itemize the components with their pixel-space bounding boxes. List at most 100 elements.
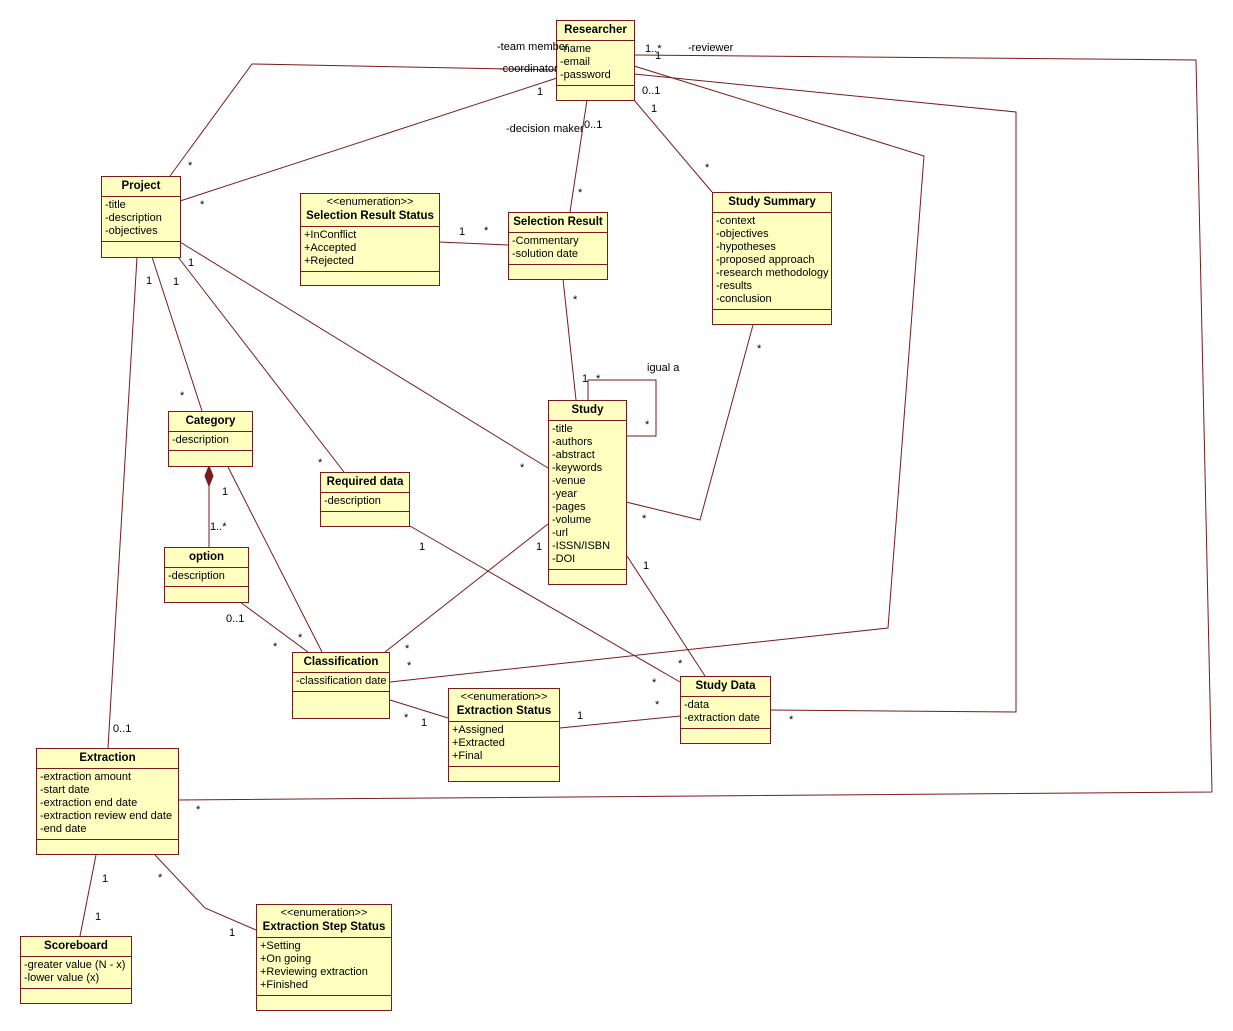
assoc-project-study <box>179 241 549 469</box>
attribute: +Rejected <box>304 255 354 267</box>
multiplicity: 1 <box>651 103 658 115</box>
attribute: -lower value (x) <box>24 972 100 984</box>
attribute: +Assigned <box>452 724 504 736</box>
assoc-selectionresult-study <box>562 278 577 401</box>
class-selection-result-status[interactable]: <<enumeration>> Selection Result Status … <box>300 193 440 286</box>
multiplicity: * <box>596 373 601 385</box>
attribute: -data <box>684 699 710 711</box>
attribute: -DOI <box>552 553 576 565</box>
class-extraction-status[interactable]: <<enumeration>> Extraction Status +Assig… <box>448 688 560 782</box>
multiplicity: * <box>200 199 205 211</box>
attribute: -description <box>105 212 162 224</box>
class-scoreboard[interactable]: Scoreboard -greater value (N - x) -lower… <box>20 936 132 1004</box>
attribute: -extraction amount <box>40 771 132 783</box>
attribute: -objectives <box>105 225 158 237</box>
multiplicity: * <box>405 643 410 655</box>
stereotype: <<enumeration>> <box>460 691 548 703</box>
role-label-igual-a: igual a <box>647 362 680 374</box>
assoc-category-classification <box>227 466 323 653</box>
attribute: +Finished <box>260 979 309 991</box>
multiplicity: 1 <box>537 86 544 98</box>
multiplicity: * <box>188 160 193 172</box>
class-name: Category <box>185 415 236 427</box>
class-required-data[interactable]: Required data -description <box>320 472 410 527</box>
class-project[interactable]: Project -title -description -objectives <box>101 176 181 258</box>
attribute: -Commentary <box>512 235 579 247</box>
multiplicity: * <box>273 641 278 653</box>
multiplicity: * <box>573 294 578 306</box>
multiplicity: * <box>484 225 489 237</box>
multiplicity: 1 <box>655 50 662 62</box>
class-name: Researcher <box>564 24 627 36</box>
assoc-status-selectionresult <box>438 241 509 246</box>
attribute: +Reviewing extraction <box>260 966 368 978</box>
attribute: -extraction end date <box>40 797 138 809</box>
attribute: -objectives <box>716 228 769 240</box>
class-name: Extraction Status <box>456 705 552 717</box>
attribute-list: -description <box>169 432 252 451</box>
attribute: +Setting <box>260 940 301 952</box>
class-name: Selection Result <box>513 216 603 228</box>
attribute: -end date <box>40 823 87 835</box>
attribute-list: +InConflict +Accepted +Rejected <box>301 227 439 272</box>
multiplicity: 0..1 <box>584 119 603 131</box>
class-category[interactable]: Category -description <box>168 411 253 467</box>
multiplicity: * <box>298 632 303 644</box>
assoc-study-studydata <box>626 555 706 677</box>
attribute: +InConflict <box>304 229 357 241</box>
attribute: -name <box>560 43 592 55</box>
attribute-list: -name -email -password <box>557 41 634 86</box>
multiplicity: * <box>407 660 412 672</box>
attribute: -context <box>716 215 756 227</box>
attribute: -authors <box>552 436 593 448</box>
class-classification[interactable]: Classification -classification date <box>292 652 390 719</box>
attribute: -title <box>552 423 573 435</box>
attribute: -volume <box>552 514 592 526</box>
role-label-coordinator: -coordinator <box>499 63 558 75</box>
multiplicity: 1 <box>188 257 195 269</box>
class-researcher[interactable]: Researcher -name -email -password <box>556 20 635 101</box>
multiplicity: * <box>655 699 660 711</box>
attribute: -keywords <box>552 462 603 474</box>
class-selection-result[interactable]: Selection Result -Commentary -solution d… <box>508 212 608 280</box>
attribute-list: -greater value (N - x) -lower value (x) <box>21 957 131 989</box>
multiplicity: * <box>318 457 323 469</box>
class-option[interactable]: option -description <box>164 547 249 603</box>
multiplicity: 1..* <box>645 43 662 55</box>
attribute-list: -data -extraction date <box>681 697 770 729</box>
assoc-classification-extractionstatus <box>389 699 449 719</box>
attribute: +Extracted <box>452 737 505 749</box>
multiplicity: 1 <box>536 541 543 553</box>
multiplicity: 1 <box>146 275 153 287</box>
class-study-summary[interactable]: Study Summary -context -objectives -hypo… <box>712 192 832 325</box>
attribute: +On going <box>260 953 312 965</box>
attribute: -greater value (N - x) <box>24 959 126 971</box>
class-name: Study Summary <box>728 196 816 208</box>
class-study-data[interactable]: Study Data -data -extraction date <box>680 676 771 744</box>
class-extraction-step-status[interactable]: <<enumeration>> Extraction Step Status +… <box>256 904 392 1011</box>
attribute: -results <box>716 280 753 292</box>
multiplicity: 1..* <box>210 521 227 533</box>
attribute-list: -extraction amount -start date -extracti… <box>37 769 178 840</box>
attribute: -abstract <box>552 449 595 461</box>
class-extraction[interactable]: Extraction -extraction amount -start dat… <box>36 748 179 855</box>
assoc-researcher-extraction <box>177 54 1213 801</box>
multiplicity: * <box>520 462 525 474</box>
attribute: -description <box>168 570 225 582</box>
multiplicity: 1 <box>222 486 229 498</box>
attribute: -hypotheses <box>716 241 776 253</box>
assoc-researcher-studydata <box>633 73 1017 713</box>
multiplicity: * <box>158 872 163 884</box>
multiplicity: 1 <box>582 373 589 385</box>
attribute: -research methodology <box>716 267 829 279</box>
assoc-extraction-stepstatus <box>154 854 257 931</box>
attribute-list: +Setting +On going +Reviewing extraction… <box>257 938 391 996</box>
assoc-extractionstatus-studydata <box>559 715 681 729</box>
class-name: Study <box>571 404 604 416</box>
assoc-project-researcher-coordinator <box>179 77 558 202</box>
assoc-option-classification <box>239 601 309 653</box>
class-study[interactable]: Study -title -authors -abstract -keyword… <box>548 400 627 585</box>
attribute: -url <box>552 527 568 539</box>
class-name: Scoreboard <box>44 940 108 952</box>
